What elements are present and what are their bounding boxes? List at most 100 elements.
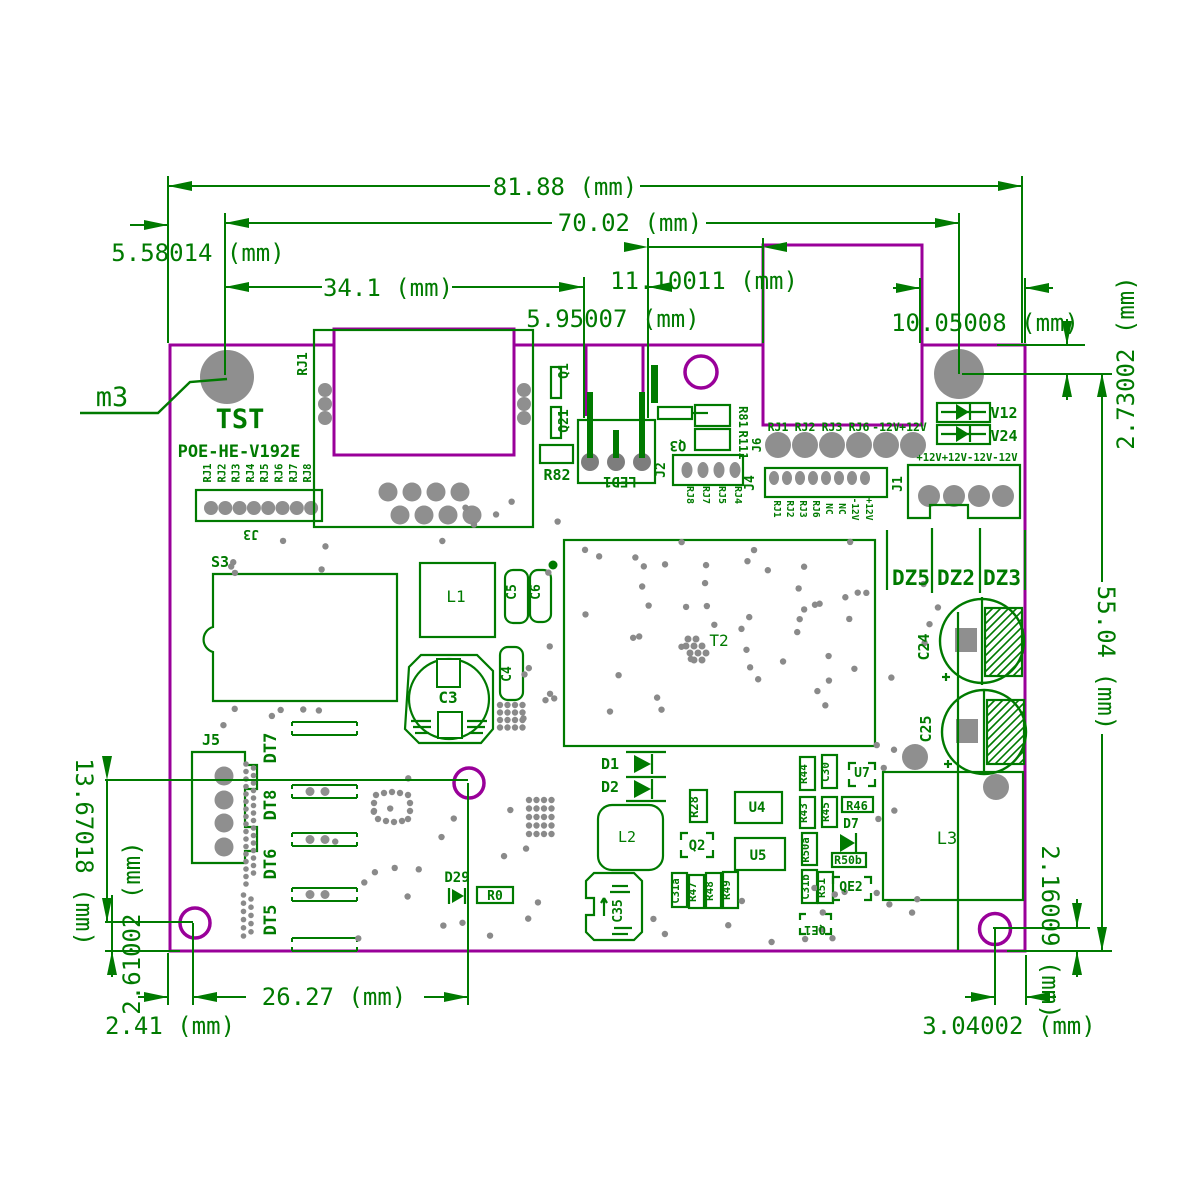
label-q3: Q3 [670,437,687,453]
via-dot [800,606,808,613]
label-led1: LED1 [603,473,637,489]
j2-pad [729,462,741,478]
label-d1110: 11.10011 (mm) [610,267,798,295]
j6-pad [846,432,872,458]
component-r48-body [704,871,723,910]
via-dot [300,706,307,713]
label-q2: Q2 [689,838,706,854]
pad [983,774,1009,800]
label-j4p2: RJ2 [784,500,795,517]
label-d5504: 55.04 (mm) [1092,586,1120,731]
via-dot [361,879,368,886]
component-r43-body [798,795,817,830]
via-dot [248,896,254,902]
hatch-line [986,699,1004,717]
via-dot [496,716,504,724]
hatch-line [984,618,1023,657]
dimension-arrow-icon [624,242,648,252]
label-d558: 5.58014 (mm) [111,239,284,267]
trace [651,365,658,403]
label-dz2: DZ2 [937,566,975,590]
label-r48: R48 [703,881,716,901]
label-c6: C6 [529,584,544,600]
via-dot [519,724,526,731]
via-dot [250,840,257,846]
via-dot [743,646,750,653]
via-dot [243,851,249,857]
j3-pad [304,501,319,515]
via-dot [540,796,548,804]
hatch-line [986,718,1025,757]
via-dot [533,830,540,838]
label-j2: J2 [654,462,669,478]
label-d595: 5.95007 (mm) [526,305,699,333]
dimension-arrow-icon [144,220,168,230]
label-d70: 70.02 (mm) [558,209,703,237]
label-r28: R28 [687,796,701,818]
label-d7: D7 [843,817,859,832]
via-dot [250,870,257,876]
via-dot [640,563,648,570]
hatch-line [984,607,1010,633]
label-j3p1: RJ1 [202,464,214,483]
hatch-line [988,642,1023,677]
label-dz3: DZ3 [983,566,1021,590]
via-dot [521,671,528,678]
pad [320,890,330,899]
dimension-arrow-icon [971,992,995,1002]
via-dot [796,615,803,623]
via-dot [279,537,287,545]
hatch-line [984,626,1023,665]
j4-pad [769,471,779,485]
label-j4p5: NC [823,503,834,515]
label-c25: C25 [917,715,935,742]
label-qe1: QE1 [804,923,826,937]
j6-pad [900,432,926,458]
pad [305,890,315,899]
trace [639,392,645,458]
via-dots-layer [220,498,942,946]
via-dot [920,580,927,588]
via-dot [886,901,893,908]
label-c30: C30 [819,762,832,782]
via-dot [678,538,685,546]
via-dot [250,817,257,824]
via-dot [243,813,249,820]
label-r43: R43 [797,803,810,823]
via-dot [825,677,833,684]
via-dot [496,701,504,709]
hatch-line [1012,666,1023,677]
hatch-line [984,610,1023,649]
dimension-arrow-icon [1097,373,1107,397]
led1-pad [633,453,651,471]
component-c3-outline [403,653,495,745]
label-j2p2: RJ7 [700,486,711,504]
label-d241: 2.41 (mm) [105,1012,235,1040]
label-s3: S3 [211,553,229,571]
via-dot [406,799,414,807]
via-dot [581,546,589,554]
pad [517,411,531,425]
label-j3p7: RJ7 [288,464,300,483]
component-v12-body [935,401,992,424]
hatch-line [1004,658,1023,677]
v24-diode-icon [956,426,969,442]
label-r82: R82 [543,466,570,484]
via-dot [250,825,257,831]
label-d2627: 26.27 (mm) [262,983,407,1011]
label-r50a: R50a [800,837,812,862]
component-r111-body [693,427,732,452]
label-d81: 81.88 (mm) [493,173,638,201]
j5-pad [214,837,234,857]
component-connector-j4 [763,466,889,499]
via-dot [243,798,249,805]
dimension-arrow-icon [935,218,959,228]
pad [318,411,332,425]
q2-brackets [679,831,715,859]
label-q1: Q1 [557,363,572,379]
label-q21: Q21 [557,409,572,433]
via-dot [698,642,706,650]
component-t2-body [562,538,877,748]
j4-pad [782,471,792,485]
j5-pad [214,813,234,833]
